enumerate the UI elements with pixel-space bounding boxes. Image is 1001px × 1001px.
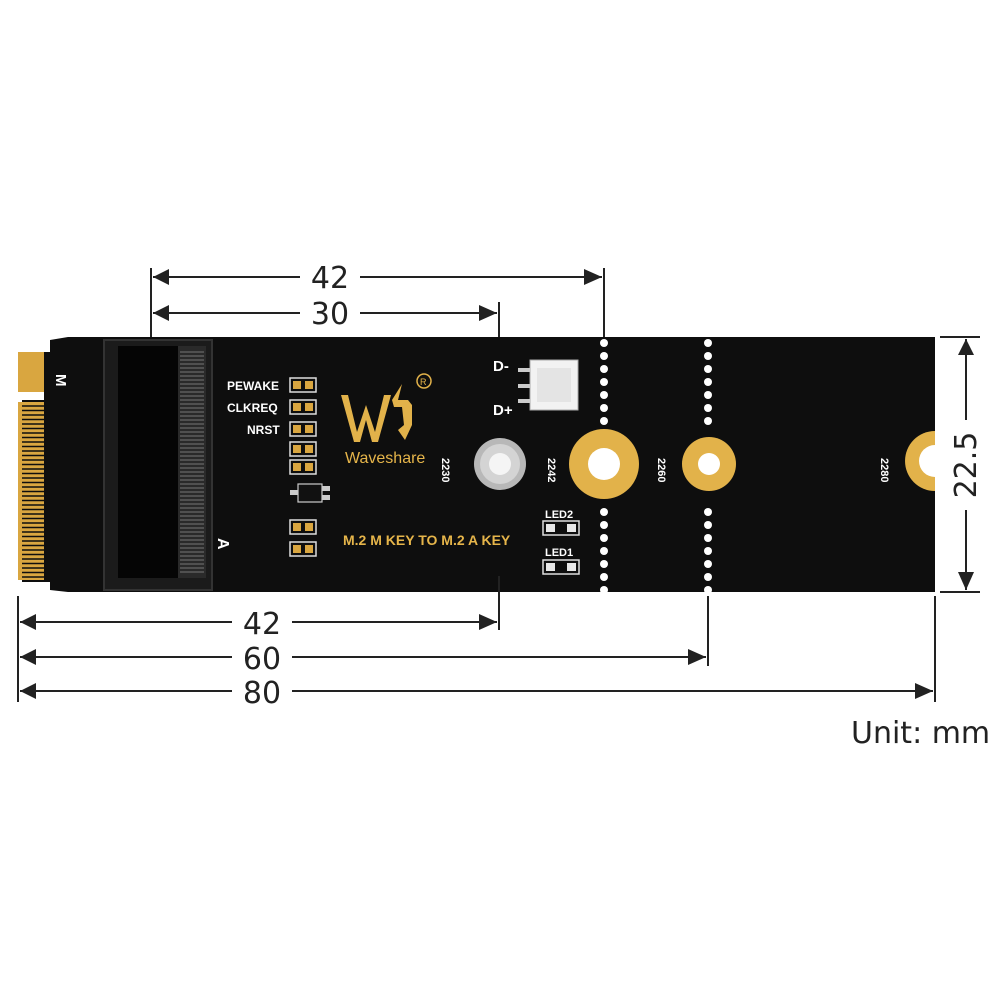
mount-hole-2260 bbox=[682, 437, 736, 491]
perforation-dot bbox=[704, 404, 712, 412]
dim-bottom-42: 42 bbox=[243, 607, 281, 642]
perforation-dot bbox=[704, 508, 712, 516]
perforation-dot bbox=[600, 560, 608, 568]
perforation-dot bbox=[704, 417, 712, 425]
perforation-dot bbox=[600, 391, 608, 399]
mount-hole-2230 bbox=[474, 438, 526, 490]
perforation-dot bbox=[600, 573, 608, 581]
perforation-dot bbox=[600, 508, 608, 516]
perforation-dot bbox=[704, 573, 712, 581]
mount-label-2260: 2260 bbox=[655, 458, 667, 482]
perforation-dot bbox=[704, 521, 712, 529]
led2-label: LED2 bbox=[545, 509, 573, 521]
mount-hole-2280 bbox=[905, 431, 935, 491]
dim-top-42: 42 bbox=[311, 261, 349, 296]
perforation-dot bbox=[600, 365, 608, 373]
perforation-dot bbox=[704, 339, 712, 347]
perforation-dot bbox=[600, 417, 608, 425]
perforation-dot bbox=[600, 378, 608, 386]
signal-pewake: PEWAKE bbox=[227, 379, 279, 393]
perforation-dot bbox=[704, 534, 712, 542]
signal-clkreq: CLKREQ bbox=[227, 401, 278, 415]
dim-bottom-80: 80 bbox=[243, 676, 281, 711]
perforation-dot bbox=[704, 547, 712, 555]
perforation-dot bbox=[704, 365, 712, 373]
perforation-dot bbox=[600, 404, 608, 412]
perforation-dot bbox=[704, 560, 712, 568]
perforation-dot bbox=[600, 534, 608, 542]
edge-connector-top bbox=[18, 352, 44, 392]
mount-label-2242: 2242 bbox=[545, 458, 557, 482]
perforation-dot bbox=[600, 339, 608, 347]
unit-label: Unit: mm bbox=[851, 716, 991, 751]
perforation-dot bbox=[600, 547, 608, 555]
mount-label-2280: 2280 bbox=[878, 458, 890, 482]
perforation-dots bbox=[600, 339, 712, 594]
perforation-dot bbox=[600, 586, 608, 594]
dim-top-30: 30 bbox=[311, 297, 349, 332]
perforation-dot bbox=[600, 521, 608, 529]
jumper-pads bbox=[289, 377, 317, 557]
key-m-label: M bbox=[52, 374, 69, 387]
mount-hole-2242 bbox=[569, 429, 639, 499]
perforation-dot bbox=[704, 391, 712, 399]
perforation-dot bbox=[600, 352, 608, 360]
m2-socket bbox=[103, 339, 213, 591]
key-a-label: A bbox=[214, 538, 231, 550]
led1-label: LED1 bbox=[545, 547, 573, 559]
svg-text:R: R bbox=[420, 377, 427, 387]
perforation-dot bbox=[704, 586, 712, 594]
dim-bottom-60: 60 bbox=[243, 642, 281, 677]
dimension-lines bbox=[17, 268, 980, 702]
perforation-dot bbox=[704, 352, 712, 360]
led-pads bbox=[542, 520, 580, 575]
jumper-pad-copper bbox=[293, 381, 313, 553]
perforation-dot bbox=[704, 378, 712, 386]
dim-height: 22.5 bbox=[949, 432, 984, 499]
board-title: M.2 M KEY TO M.2 A KEY bbox=[343, 532, 511, 548]
mount-label-2230: 2230 bbox=[439, 458, 451, 482]
transistor bbox=[290, 483, 330, 503]
signal-nrst: NRST bbox=[247, 423, 280, 437]
usb-header bbox=[518, 359, 579, 411]
usb-minus-label: D- bbox=[493, 358, 509, 375]
usb-plus-label: D+ bbox=[493, 402, 513, 419]
waveshare-logo-icon: R bbox=[341, 373, 432, 442]
brand-name: Waveshare bbox=[345, 450, 425, 467]
